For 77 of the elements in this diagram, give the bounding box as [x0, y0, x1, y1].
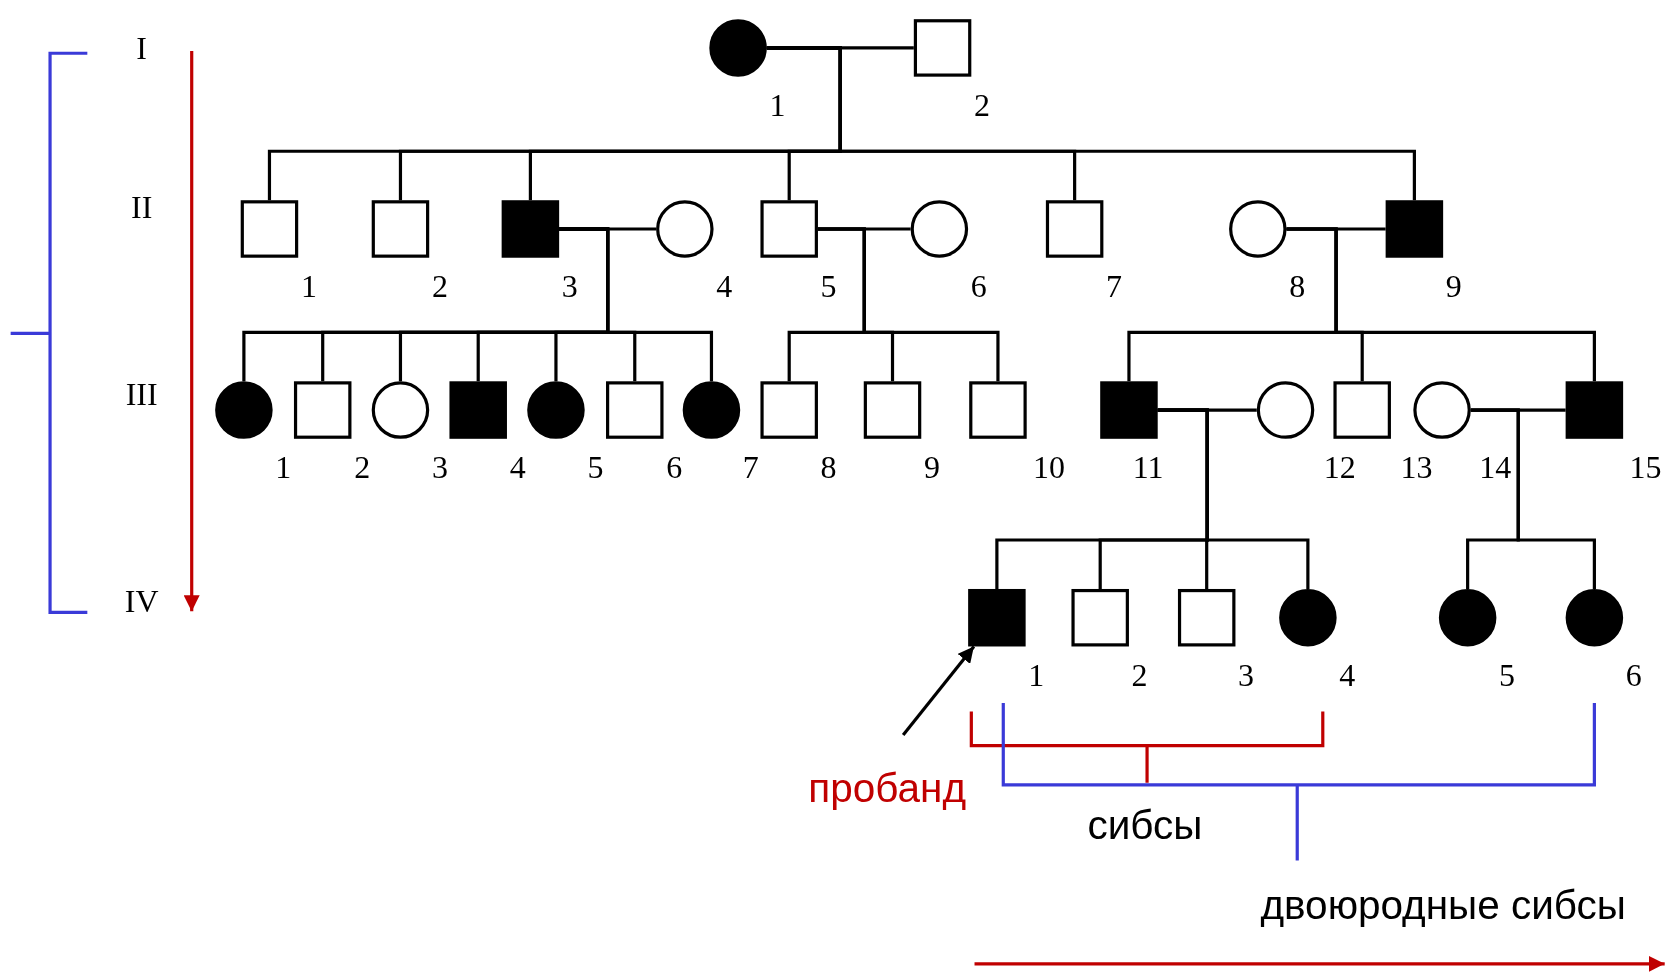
individual-number: 3 — [431, 451, 448, 484]
square-symbol — [969, 381, 1027, 439]
individual-number: 1 — [1028, 659, 1045, 692]
proband-label: пробанд — [808, 767, 966, 809]
generation-numeral: III — [125, 378, 158, 411]
pedigree-line — [1470, 408, 1596, 589]
individual-number: 8 — [1289, 270, 1306, 303]
square-symbol — [1045, 200, 1104, 258]
filled-circle-symbol — [215, 381, 273, 439]
filled-circle-symbol — [709, 19, 767, 77]
circle-symbol — [1256, 381, 1315, 439]
pedigree-line — [817, 227, 1000, 382]
generation-numeral: II — [131, 191, 153, 224]
individual-number: 2 — [431, 270, 448, 303]
square-symbol — [863, 381, 922, 439]
individual-number: 4 — [509, 451, 526, 484]
individual-number: 3 — [1238, 659, 1255, 692]
square-symbol — [371, 200, 430, 258]
filled-square-symbol — [1565, 381, 1624, 439]
individual-number: 9 — [1445, 270, 1462, 303]
pedigree-line — [1157, 408, 1310, 589]
filled-square-symbol — [501, 200, 560, 258]
square-symbol — [913, 19, 972, 77]
filled-circle-symbol — [1565, 588, 1624, 647]
individual-number: 1 — [769, 89, 786, 122]
filled-square-symbol — [968, 588, 1026, 647]
individual-number: 4 — [716, 270, 733, 303]
square-symbol — [606, 381, 664, 439]
individual-number: 12 — [1323, 451, 1356, 484]
individual-number: 10 — [1033, 451, 1066, 484]
square-symbol — [1333, 381, 1391, 439]
individual-number: 5 — [587, 451, 604, 484]
filled-circle-symbol — [1279, 588, 1337, 647]
generation-numeral: IV — [124, 585, 159, 618]
circle-symbol — [371, 381, 430, 439]
individual-number: 6 — [970, 270, 987, 303]
individual-number: 15 — [1629, 451, 1662, 484]
generation-numeral: I — [136, 31, 147, 64]
square-symbol — [293, 381, 352, 439]
individual-number: 6 — [666, 451, 683, 484]
square-symbol — [760, 200, 818, 258]
individual-number: 7 — [742, 451, 759, 484]
square-symbol — [1071, 588, 1129, 647]
individual-number: 4 — [1339, 659, 1356, 692]
individual-number: 2 — [354, 451, 371, 484]
cousins-label: двоюродные сибсы — [1260, 885, 1626, 926]
individual-number: 1 — [300, 270, 317, 303]
individual-number: 1 — [275, 451, 292, 484]
pointer-arrow — [901, 645, 976, 736]
square-symbol — [760, 381, 818, 439]
filled-square-symbol — [1100, 381, 1158, 439]
individual-number: 3 — [561, 270, 578, 303]
individual-number: 9 — [923, 451, 940, 484]
circle-symbol — [1413, 381, 1471, 439]
filled-square-symbol — [1385, 200, 1444, 258]
filled-circle-symbol — [1438, 588, 1497, 647]
circle-symbol — [1229, 200, 1287, 258]
square-symbol — [240, 200, 299, 258]
filled-circle-symbol — [527, 381, 585, 439]
pedigree-line — [1286, 227, 1596, 382]
sibs-label: сибсы — [1087, 805, 1203, 846]
individual-number: 5 — [820, 270, 837, 303]
circle-symbol — [910, 200, 969, 258]
pedigree-line — [559, 227, 714, 382]
individual-number: 5 — [1499, 659, 1516, 692]
individual-number: 14 — [1479, 451, 1512, 484]
individual-number: 2 — [974, 89, 990, 122]
individual-number: 13 — [1400, 451, 1433, 484]
individual-number: 6 — [1625, 659, 1642, 692]
individual-number: 8 — [820, 451, 837, 484]
square-symbol — [1177, 588, 1236, 647]
filled-square-symbol — [449, 381, 507, 439]
circle-symbol — [656, 200, 714, 258]
filled-circle-symbol — [682, 381, 741, 439]
individual-number: 11 — [1132, 451, 1164, 484]
individual-number: 2 — [1131, 659, 1148, 692]
individual-number: 7 — [1106, 270, 1123, 303]
